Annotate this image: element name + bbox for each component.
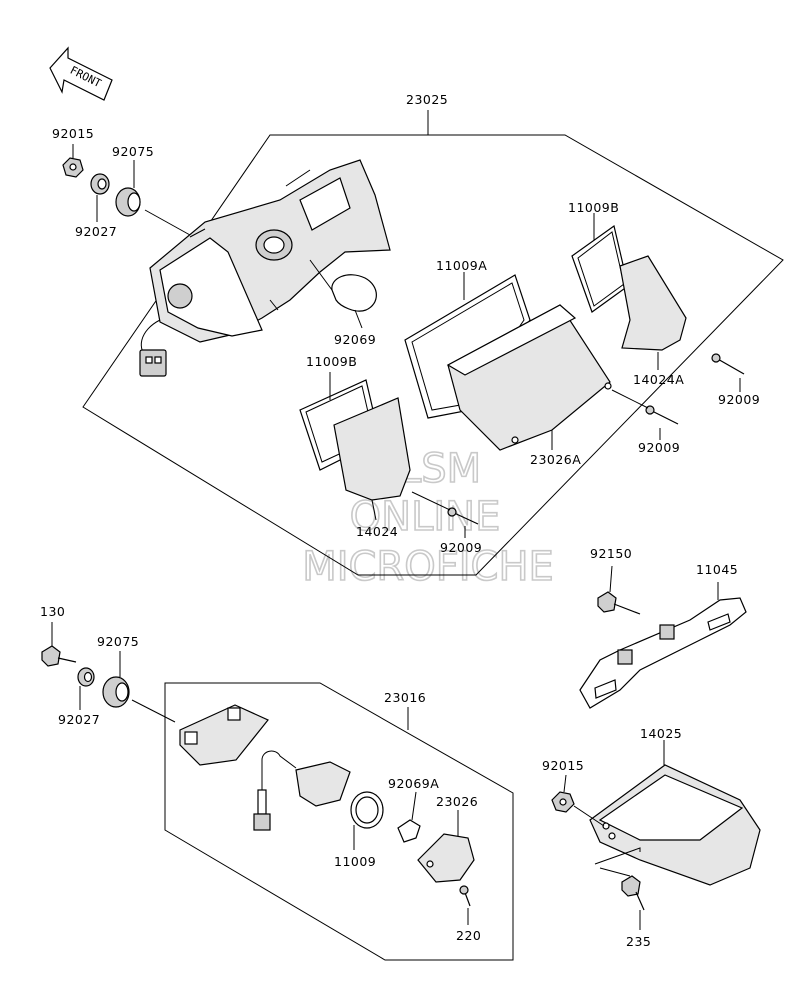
label-23025: 23025 xyxy=(406,92,448,107)
label-11009B-top: 11009B xyxy=(568,200,619,215)
grommet-92075-bottom xyxy=(102,651,176,723)
label-23026: 23026 xyxy=(436,794,478,809)
license-lamp-socket xyxy=(253,750,351,831)
label-23026A: 23026A xyxy=(530,452,581,467)
label-11009B-left: 11009B xyxy=(306,354,357,369)
lens-23026 xyxy=(417,810,475,883)
front-arrow-icon: FRONT xyxy=(49,46,113,101)
label-14024: 14024 xyxy=(356,524,398,539)
label-14024A: 14024A xyxy=(633,372,684,387)
washer-92027-bottom xyxy=(77,667,95,710)
reflector-14025 xyxy=(589,740,761,886)
bolt-130 xyxy=(41,622,77,667)
screw-220 xyxy=(459,885,471,925)
label-23016: 23016 xyxy=(384,690,426,705)
screw-92009-mid xyxy=(611,389,679,440)
nut-92015-top xyxy=(62,144,84,178)
label-92150: 92150 xyxy=(590,546,632,561)
label-11009A: 11009A xyxy=(436,258,487,273)
gasket-11009B-top xyxy=(571,213,629,313)
label-92027-top: 92027 xyxy=(75,224,117,239)
bolt-92150 xyxy=(597,565,641,615)
gasket-11009 xyxy=(350,791,384,850)
watermark: HLSM ONLINE MICROFICHE xyxy=(301,445,554,591)
label-92009-mid: 92009 xyxy=(638,440,680,455)
bracket-11045 xyxy=(579,582,747,709)
screw-235 xyxy=(599,867,645,930)
watermark-line3: MICROFICHE xyxy=(302,544,554,590)
label-92027-bottom: 92027 xyxy=(58,712,100,727)
part-labels: 23025 92015 92075 92027 92069 11009B 110… xyxy=(40,92,760,949)
lens-14024 xyxy=(333,397,411,521)
screw-92009-bottom xyxy=(411,491,479,538)
label-92075-bottom: 92075 xyxy=(97,634,139,649)
assembly-boundary-23025 xyxy=(82,134,784,576)
nut-92015-bottom xyxy=(551,774,605,827)
label-92075-top: 92075 xyxy=(112,144,154,159)
label-130: 130 xyxy=(40,604,65,619)
label-92069: 92069 xyxy=(334,332,376,347)
label-92009-right: 92009 xyxy=(718,392,760,407)
lens-14024A xyxy=(619,255,687,370)
license-lamp-bracket xyxy=(179,704,269,766)
bulb-92069 xyxy=(309,259,377,329)
watermark-line2: ONLINE xyxy=(350,494,501,540)
label-220: 220 xyxy=(456,928,481,943)
tail-lamp-housing xyxy=(139,159,391,377)
grommet-92075-top xyxy=(115,160,191,236)
label-14025: 14025 xyxy=(640,726,682,741)
bulb-92069A xyxy=(397,791,421,843)
label-235: 235 xyxy=(626,934,651,949)
label-92009-bottom: 92009 xyxy=(440,540,482,555)
label-11045: 11045 xyxy=(696,562,738,577)
screw-92009-right xyxy=(711,353,745,392)
lens-23026A xyxy=(446,304,612,451)
label-92015-top: 92015 xyxy=(52,126,94,141)
washer-92027-top xyxy=(90,173,110,222)
label-11009: 11009 xyxy=(334,854,376,869)
label-92069A: 92069A xyxy=(388,776,439,791)
label-92015-bottom: 92015 xyxy=(542,758,584,773)
assembly-boundary-23016 xyxy=(164,682,514,961)
